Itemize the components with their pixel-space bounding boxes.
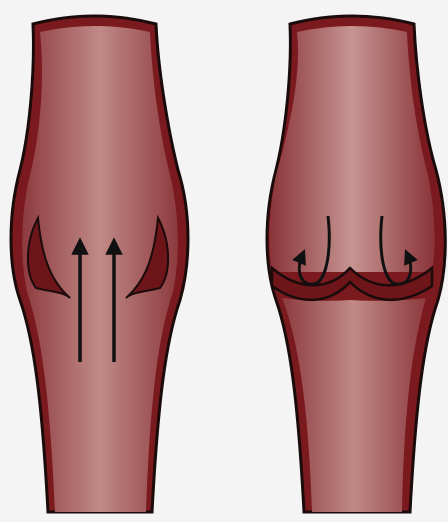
closed-valve-vein xyxy=(267,16,445,512)
open-valve-vein xyxy=(11,16,188,512)
